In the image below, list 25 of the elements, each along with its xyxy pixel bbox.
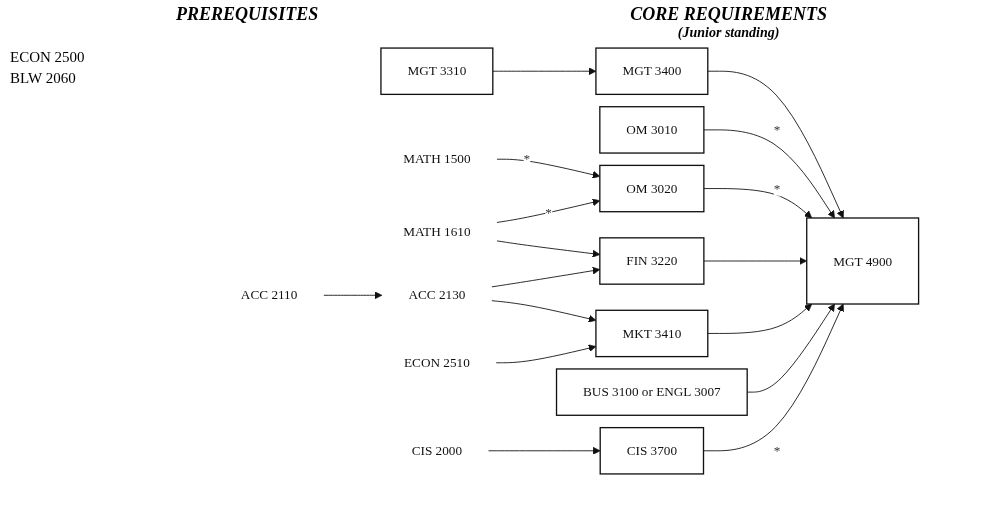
node-text: ACC 2110 [240,288,298,303]
edge-label: * [773,181,781,196]
node-text: MATH 1500 [403,151,471,167]
node-box: FIN 3220 [599,237,705,285]
course-code: BLW 2060 [10,70,77,87]
node-box: OM 3020 [599,164,705,213]
edge-label: * [773,443,781,458]
node-box: MKT 3410 [595,309,709,358]
node-text: CIS 2000 [411,443,463,458]
node-box: CIS 3700 [599,426,705,475]
node-box: OM 3010 [599,106,705,154]
column-subheading: (Junior standing) [676,25,781,41]
edge-label: * [773,122,781,137]
node-box: MGT 3310 [380,47,494,96]
node-text: ACC 2130 [408,288,466,303]
edge-label: * [523,151,531,167]
node-text: ECON 2510 [403,355,470,370]
node-text: MATH 1610 [403,224,471,239]
column-heading: CORE REQUIREMENTS [630,4,827,25]
course-code: ECON 2500 [10,49,86,66]
column-heading: PREREQUISITES [176,4,319,25]
node-box: MGT 4900 [806,217,920,305]
node-box: BUS 3100 or ENGL 3007 [555,368,748,416]
node-box: MGT 3400 [595,47,709,96]
edge-label: * [545,205,552,220]
